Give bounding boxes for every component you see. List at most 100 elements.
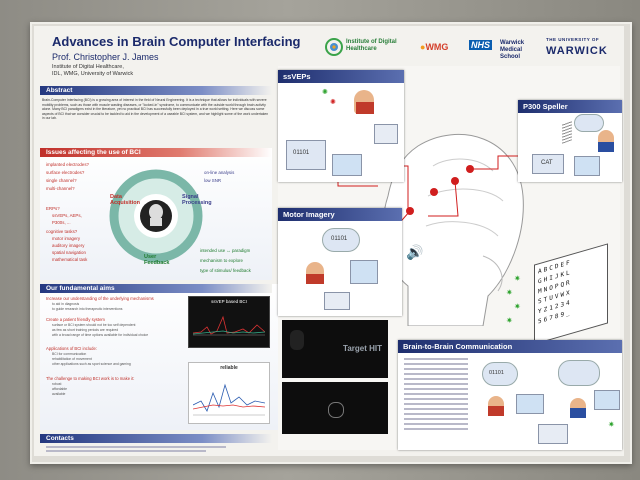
user-body [356, 102, 374, 114]
issue-item: ERPs? [46, 206, 60, 211]
speller-grid-icon [562, 120, 572, 144]
issue-item: P300s, ... [52, 220, 71, 225]
idh-logo-icon [325, 38, 343, 56]
cycle-data-acquisition: Data Acquisition [110, 194, 140, 206]
issue-item: multi-channel? [46, 186, 75, 191]
ssvep-panel-header: ssVEPs [278, 70, 404, 83]
issue-item: surface electrodes? [46, 170, 85, 175]
contacts-text-line [46, 446, 226, 448]
ssvep-chart-title: ssVEP based BCI [211, 299, 247, 304]
aim-item: Applications of BCI include: [46, 346, 97, 351]
cycle-user-feedback: User Feedback [144, 254, 170, 266]
aims-box: Our fundamental aims Increase our unders… [40, 284, 280, 430]
video-thumbnail-1[interactable]: Target HIT [282, 320, 388, 378]
word-display: CAT [532, 154, 564, 174]
aim-sub: BCI for communication [52, 352, 87, 356]
aim-sub: rehabilitation of movement [52, 357, 92, 361]
aims-header: Our fundamental aims [40, 284, 272, 293]
lightbulb-icon: ✷ [608, 420, 615, 429]
aim-sub: to aid in diagnosis [52, 302, 80, 306]
electrode-dot [430, 188, 438, 196]
reliability-chart-plot [193, 383, 265, 416]
video-label: Target HIT [343, 344, 382, 353]
motor-imagery-panel: Motor Imagery 01101 [278, 208, 402, 316]
aim-sub: affordable [52, 387, 68, 391]
lightbulb-icon: ✷ [514, 302, 521, 311]
contacts-header: Contacts [40, 434, 272, 443]
video-thumbnail-2[interactable] [282, 382, 388, 434]
thought-cloud: 01101 [322, 228, 360, 252]
idh-logo-text: Institute of Digital Healthcare [346, 39, 397, 52]
issue-item: spatial navigation [52, 250, 86, 255]
aim-sub: to guide research into therapeutic inter… [52, 307, 123, 311]
left-column: Abstract Brain-Computer Interfacing (BCI… [40, 86, 280, 452]
contacts-box: Contacts [40, 434, 280, 452]
bci-cycle-diagram [109, 169, 203, 263]
video-figure [328, 402, 344, 418]
laptop-icon [332, 154, 362, 176]
aim-item: Create a patient friendly system [46, 317, 105, 322]
keyboard-icon [324, 292, 350, 310]
issue-item: mathematical task [52, 257, 88, 262]
aim-sub: available [52, 392, 66, 396]
video-figure [290, 330, 304, 350]
p300-panel-header: P300 Speller [518, 100, 622, 113]
aim-sub: surface or BCI system should not be too … [52, 323, 136, 327]
p300-panel: P300 Speller CAT [518, 100, 622, 182]
abstract-text: Brain-Computer Interfacing (BCI) is a gr… [42, 98, 269, 121]
issue-item: motor imagery [52, 236, 81, 241]
aim-sub: as few as short training periods are req… [52, 328, 119, 332]
laptop-icon [538, 424, 568, 444]
brain-to-brain-header: Brain-to-Brain Communication [398, 340, 622, 353]
user-body [488, 406, 504, 416]
issues-header: Issues affecting the use of BCI [40, 148, 272, 157]
head-illustration [382, 133, 524, 326]
issue-item: ssVEPs, AEPs, [52, 213, 82, 218]
wmg-logo: ●WMG [420, 42, 449, 52]
aim-item: The challenge to making BCI work is to m… [46, 376, 135, 381]
stimulus-icon: ✺ [330, 99, 336, 106]
warwick-logo: WARWICK [546, 45, 608, 57]
lightbulb-icon: ✷ [514, 274, 521, 283]
lightbulb-icon: ✷ [506, 316, 513, 325]
monitor-icon [374, 124, 398, 144]
warwick-med-logo: Warwick Medical School [500, 40, 525, 60]
nhs-logo: NHS [469, 40, 493, 50]
contacts-text-line [46, 450, 206, 452]
affiliation-line-1: Institute of Digital Healthcare, [52, 64, 124, 70]
issue-right-item: on-line analysis [204, 170, 235, 175]
aim-sub: other applications such as sport science… [52, 362, 131, 366]
monitor-icon [594, 390, 620, 410]
poster-title: Advances in Brain Computer Interfacing [52, 34, 301, 49]
issue-right-item: low SNR [204, 178, 222, 183]
issue-item: auditory imagery [52, 243, 85, 248]
university-label: THE UNIVERSITY OF [546, 37, 600, 42]
issue-green-item: type of stimulus/ feedback [200, 268, 251, 273]
aim-item: Increase our understanding of the underl… [46, 296, 154, 301]
ssvep-chart: ssVEP based BCI [188, 296, 270, 348]
lightbulb-icon: ✷ [506, 288, 513, 297]
issue-green-item: intended use ↔ paradigm [200, 248, 251, 253]
issue-green-item: mechanism to explore [200, 258, 243, 263]
poster-author: Prof. Christopher J. James [52, 52, 159, 62]
thought-cloud [558, 360, 600, 386]
brain-to-brain-text [404, 358, 468, 433]
issue-item: single channel? [46, 178, 77, 183]
reliability-chart: reliable [188, 362, 270, 424]
issues-box: Issues affecting the use of BCI implante… [40, 148, 272, 280]
word-text: CAT [541, 160, 553, 166]
ssvep-panel: ssVEPs ✺ ✺ 01101 [278, 70, 404, 182]
ssvep-chart-plot [193, 315, 265, 336]
brain-to-brain-panel: Brain-to-Brain Communication 01101 [398, 340, 622, 450]
cycle-signal-processing: Signal Processing [182, 194, 212, 206]
user-body [570, 408, 586, 418]
abstract-header: Abstract [40, 86, 272, 95]
user-body [306, 274, 324, 284]
thought-cloud [574, 114, 604, 132]
motor-imagery-header: Motor Imagery [278, 208, 402, 221]
monitor-icon [350, 260, 378, 284]
aim-sub: robust [52, 382, 62, 386]
code-text: 01101 [293, 150, 310, 156]
wmg-logo-text: WMG [425, 42, 449, 52]
user-body [598, 142, 614, 152]
